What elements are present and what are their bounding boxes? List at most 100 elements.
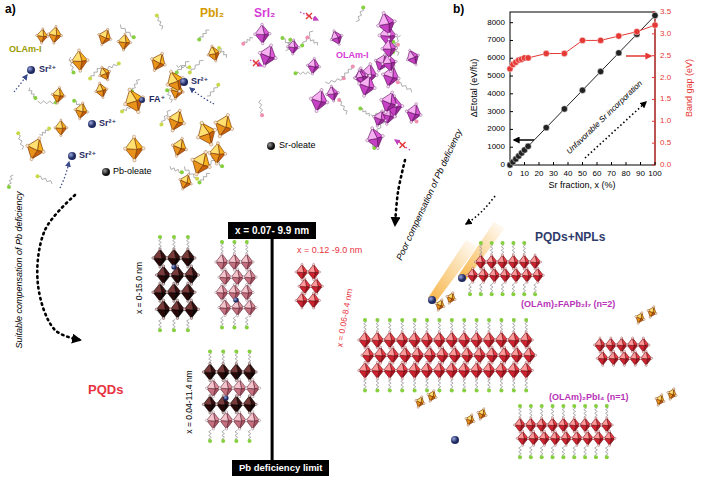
iodide-atom (330, 38, 333, 41)
iodide-atom (510, 274, 512, 276)
iodide-atom (315, 293, 317, 295)
motion-arrow (14, 75, 27, 92)
iodide-atom (132, 135, 135, 138)
iodide-atom (584, 431, 586, 433)
ligand-chain (397, 83, 412, 93)
iodide-atom (219, 419, 221, 421)
octahedron (403, 100, 425, 125)
iodide-atom (376, 146, 380, 150)
iodide-atom (325, 93, 328, 96)
iodide-atom (218, 276, 220, 278)
iodide-atom (255, 306, 257, 308)
iodide-atom (473, 420, 476, 423)
octahedron (549, 430, 562, 446)
octahedron-face (371, 332, 379, 341)
octahedron-face (231, 308, 239, 316)
octahedron-face (172, 136, 184, 148)
octahedron-face (374, 347, 382, 356)
iodide-atom (503, 346, 505, 348)
cation-sphere (267, 142, 275, 150)
octahedron (603, 430, 616, 446)
iodide-atom (169, 274, 172, 277)
iodide-atom (209, 142, 213, 146)
iodide-atom (513, 331, 515, 333)
iodide-atom (190, 183, 193, 186)
iodide-atom (465, 417, 468, 420)
octahedron-face (308, 265, 316, 273)
iodide-atom (215, 162, 218, 165)
octahedron (219, 411, 235, 430)
ligand-head (572, 404, 576, 408)
iodide-atom (162, 299, 165, 302)
octahedron (589, 417, 602, 433)
iodide-atom (236, 284, 238, 286)
iodide-atom (410, 354, 412, 356)
ligand-head (529, 455, 533, 459)
iodide-atom (472, 354, 474, 356)
iodide-atom (108, 70, 111, 73)
ligand-head (305, 36, 309, 40)
octahedron (230, 268, 245, 286)
iodide-atom (268, 32, 271, 35)
iodide-atom (634, 350, 636, 352)
iodide-atom (295, 271, 297, 273)
octahedron (163, 106, 190, 135)
iodide-atom (389, 70, 392, 73)
octahedron-face (495, 370, 503, 378)
cation-sphere (451, 436, 459, 444)
iodide-atom (398, 354, 400, 356)
iodide-atom (426, 347, 428, 349)
iodide-atom (381, 62, 384, 65)
cation-sphere (102, 168, 110, 176)
iodide-atom (423, 354, 425, 356)
octahedron-face (75, 102, 85, 112)
octahedron (242, 362, 258, 381)
iodide-atom (222, 412, 224, 414)
iodide-atom (595, 431, 597, 433)
iodide-atom (392, 346, 394, 348)
iodide-atom (29, 157, 33, 161)
iodide-atom (539, 261, 541, 263)
octahedron-face (27, 135, 42, 150)
ligand-chain (244, 37, 253, 45)
octahedron-face (219, 308, 227, 316)
iodide-atom (623, 364, 625, 366)
octahedron (645, 304, 660, 320)
iodide-atom (197, 274, 200, 277)
octahedron-face (184, 266, 193, 276)
octahedron-face (396, 362, 404, 371)
octahedron-face (244, 308, 252, 316)
iodide-atom (395, 47, 398, 50)
octahedron-face (228, 254, 236, 263)
ligand-head (487, 388, 491, 392)
iodide-atom (512, 254, 514, 256)
iodide-atom (54, 127, 56, 129)
tick (510, 111, 513, 112)
iodide-atom (606, 417, 608, 419)
octahedron-face (458, 370, 466, 378)
iodide-atom (469, 369, 471, 371)
octahedron-face (207, 420, 216, 429)
iodide-atom (607, 357, 609, 359)
octahedron (218, 298, 233, 316)
iodide-atom (86, 111, 89, 114)
iodide-atom (163, 63, 166, 66)
iodide-atom (36, 34, 38, 36)
iodide-atom (527, 437, 529, 439)
octahedron (183, 265, 200, 286)
iodide-atom (415, 399, 418, 402)
iodide-atom (612, 364, 614, 366)
iodide-atom (224, 268, 226, 270)
iodide-atom (610, 351, 612, 353)
iodide-atom (534, 268, 536, 270)
octahedron-face (181, 283, 190, 293)
octahedron (637, 337, 650, 353)
iodide-atom (528, 346, 530, 348)
iodide-atom (255, 276, 257, 278)
cation-sphere (458, 274, 466, 282)
iodide-atom (541, 431, 543, 433)
iodide-atom (549, 437, 551, 439)
octahedron-face (151, 50, 164, 63)
ligand-chain (191, 60, 204, 73)
iodide-atom (42, 28, 44, 30)
